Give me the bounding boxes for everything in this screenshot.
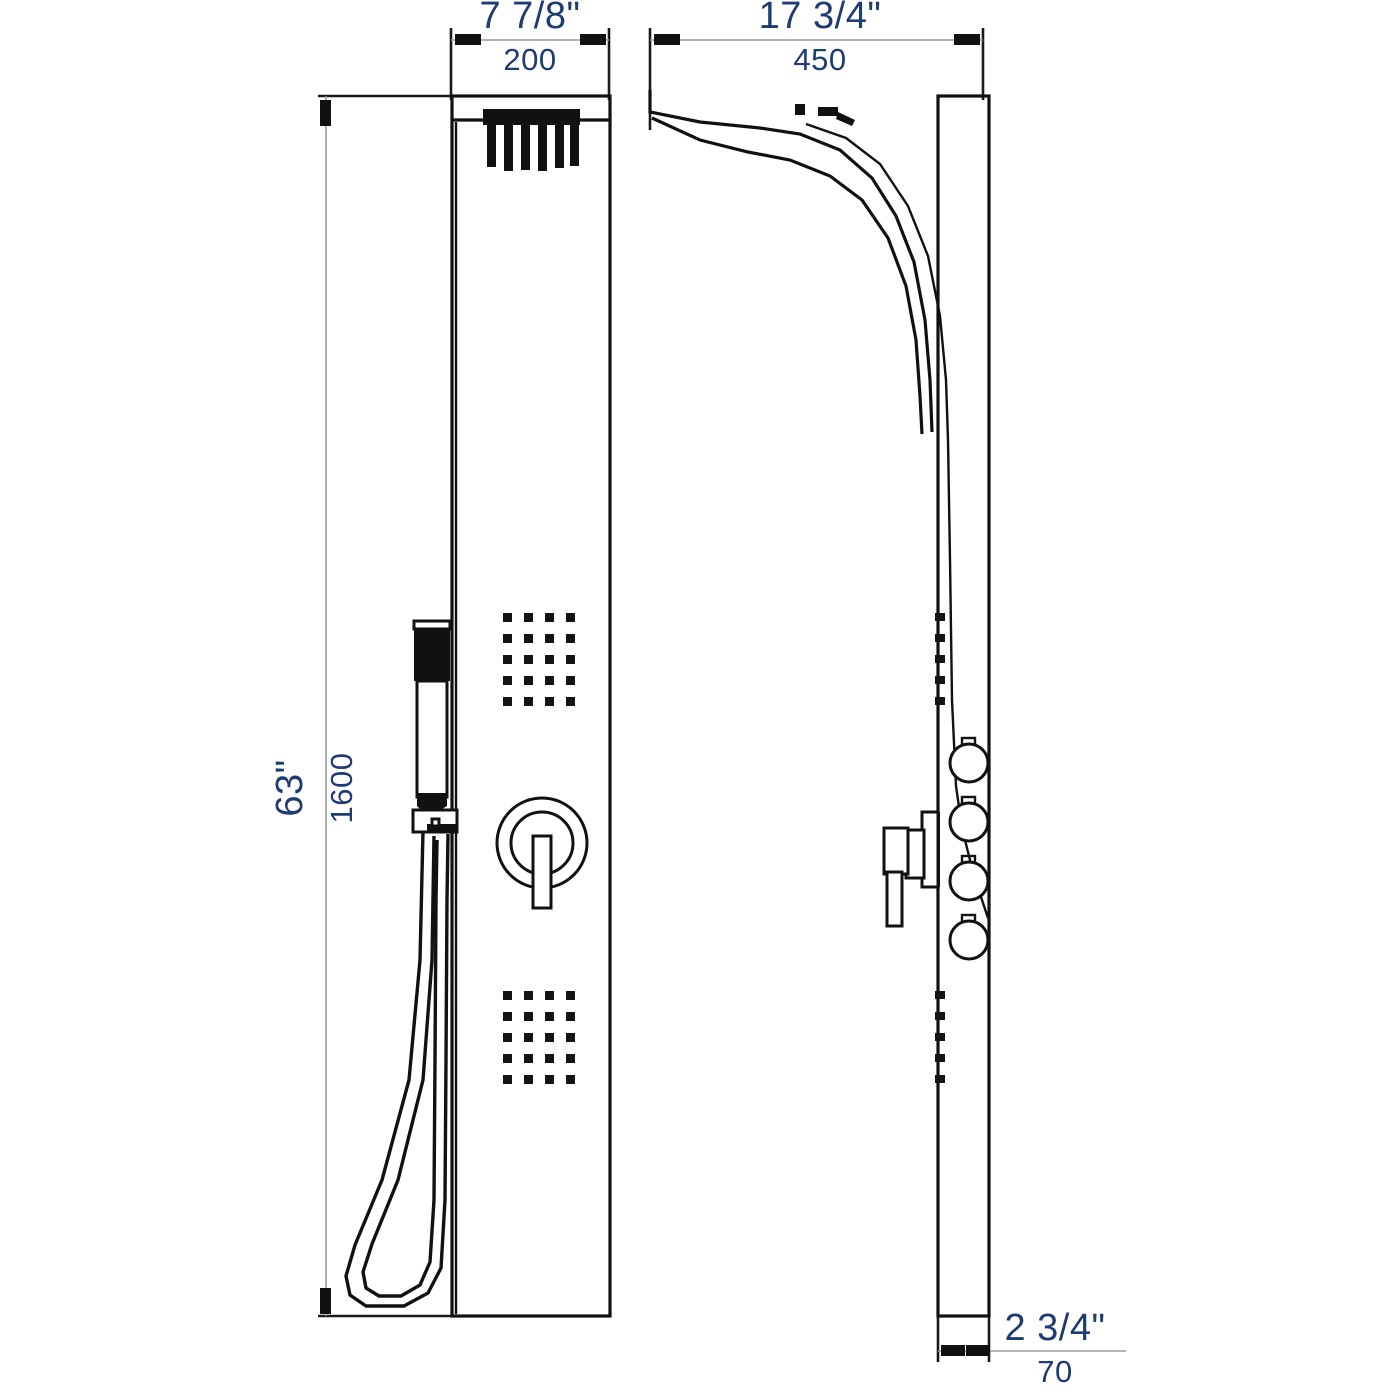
curved-shower-arm	[648, 90, 990, 919]
nozzle-head	[948, 801, 990, 843]
body-jet-nozzles	[948, 736, 990, 961]
wand-head[interactable]	[414, 623, 450, 681]
valve-lever-arm[interactable]	[885, 870, 904, 928]
wand-holder-base	[427, 824, 457, 833]
nozzle-head	[948, 742, 990, 784]
dimension-height: 63" 1600	[269, 94, 452, 1318]
tick-right	[966, 1345, 990, 1356]
tick-bottom	[320, 1288, 331, 1314]
wand-body[interactable]	[415, 679, 449, 799]
showerhead-plate	[483, 109, 580, 125]
wand-head-cap	[412, 619, 452, 631]
valve-lever-handle[interactable]	[531, 834, 553, 910]
wand-holder-pin	[430, 817, 441, 828]
side-view	[648, 90, 991, 1318]
upper-body-jet-array	[503, 613, 575, 706]
showerhead-tooth	[555, 124, 564, 168]
lower-jet-edge-marks	[935, 991, 945, 1083]
panel-body-side	[936, 94, 991, 1318]
dimension-front-width: 7 7/8" 200	[449, 0, 611, 100]
dim-label-metric: 70	[1037, 1354, 1072, 1389]
dim-label-imperial: 2 3/4"	[1004, 1307, 1105, 1349]
side-valve-lever-handle[interactable]	[882, 810, 940, 928]
hose-inner-edge	[361, 835, 439, 1298]
shower-hose-loop	[344, 830, 450, 1308]
tick-right	[580, 34, 606, 45]
showerhead-tooth	[504, 124, 513, 171]
wand-base-connector	[417, 793, 447, 812]
showerhead-tooth	[487, 124, 496, 167]
dim-label-imperial: 7 7/8"	[479, 0, 580, 37]
dimension-side-depth: 17 3/4" 450	[648, 0, 985, 130]
tick-left	[455, 34, 481, 45]
hose-outer-edge	[344, 830, 450, 1308]
arm-lower-edge	[651, 116, 924, 435]
arm-inner-curve	[805, 122, 990, 919]
nozzle	[948, 913, 990, 961]
lower-body-jet-array	[503, 991, 575, 1084]
arm-fitting-small	[795, 104, 805, 115]
mixer-control-valve-knob[interactable]	[495, 796, 589, 910]
tick-left	[941, 1345, 965, 1356]
nozzle-head	[948, 860, 990, 902]
panel-body-front	[450, 94, 612, 1318]
upper-jet-edge-marks	[935, 613, 945, 705]
nozzle	[948, 795, 990, 843]
dim-label-imperial: 17 3/4"	[759, 0, 882, 37]
rain-showerhead	[483, 109, 580, 171]
nozzle	[948, 736, 990, 784]
dim-label-imperial: 63"	[269, 759, 311, 816]
showerhead-tooth	[538, 124, 547, 171]
dim-label-metric: 450	[793, 42, 846, 77]
valve-handle-block[interactable]	[882, 826, 910, 876]
front-view	[344, 94, 612, 1318]
arm-upper-edge	[648, 90, 934, 433]
tick-left	[654, 34, 680, 45]
nozzle	[948, 854, 990, 902]
dim-label-metric: 200	[503, 42, 556, 77]
tick-right	[954, 34, 980, 45]
showerhead-tooth	[521, 124, 530, 170]
dim-label-metric: 1600	[324, 753, 359, 824]
showerhead-tooth	[570, 124, 579, 166]
nozzle-head	[948, 919, 990, 961]
dimension-panel-depth: 2 3/4" 70	[936, 1300, 1126, 1389]
arm-fitting-taper	[836, 112, 855, 126]
arm-fitting-block	[818, 107, 838, 116]
tick-top	[320, 100, 331, 126]
handheld-shower-wand[interactable]	[411, 619, 459, 834]
